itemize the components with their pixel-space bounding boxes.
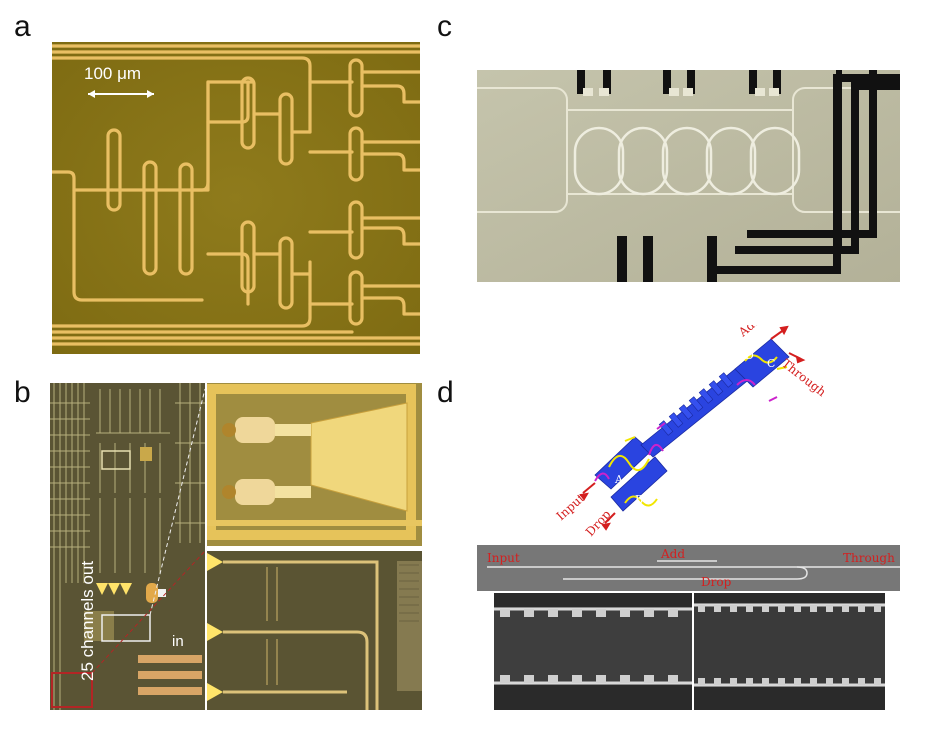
panel-d-grating-sem-left — [494, 593, 692, 710]
panel-label-c: c — [437, 10, 452, 43]
section-c-label: C — [767, 357, 775, 370]
section-d-label: D — [745, 349, 754, 362]
waveguide-zoom-image — [207, 551, 422, 710]
panel-c-sem — [477, 70, 900, 282]
panel-label-d: d — [437, 376, 454, 409]
add-port-label: Add — [735, 325, 763, 340]
sem-drop-label: Drop — [701, 575, 732, 589]
through-port-label: Through — [779, 356, 829, 399]
device-sem-strip — [477, 545, 900, 591]
coupled-resonator-sem-image — [477, 70, 900, 282]
input-region-box — [101, 614, 151, 642]
scale-bar-label: 100 μm — [84, 64, 142, 83]
drop-port-label: Drop — [583, 507, 614, 539]
panel-b-zoom-bottom — [207, 551, 422, 710]
sem-add-label: Add — [661, 547, 686, 561]
section-b-label: B — [635, 493, 643, 506]
panel-label-a: a — [14, 10, 31, 43]
scale-bar — [88, 90, 154, 98]
panel-d-sem-overview: Input Add Through Drop — [477, 545, 900, 591]
grating-left-image — [494, 593, 692, 710]
panel-a-micrograph: 100 μm — [52, 42, 420, 354]
sem-through-label: Through — [843, 551, 895, 565]
input-label: in — [172, 633, 184, 650]
chip-overview-image — [50, 383, 205, 710]
panel-d-grating-sem-right — [694, 593, 885, 710]
grating-right-image — [694, 593, 885, 710]
panel-b-zoom-top — [207, 383, 422, 546]
waveguide-tree-image — [52, 42, 420, 354]
panel-label-b: b — [14, 376, 31, 409]
channels-out-label: 25 channels out — [78, 560, 97, 681]
section-a-label: A — [614, 473, 624, 486]
zoom-region-box — [51, 672, 93, 708]
contra-coupler-3d-diagram: A B C D Add Through Input Drop — [554, 325, 829, 539]
sem-input-label: Input — [487, 551, 520, 565]
modulator-zoom-image — [207, 383, 422, 546]
panel-d-schematic: A B C D Add Through Input Drop — [545, 325, 835, 543]
panel-b-chip-overview: 25 channels out in — [50, 383, 205, 710]
